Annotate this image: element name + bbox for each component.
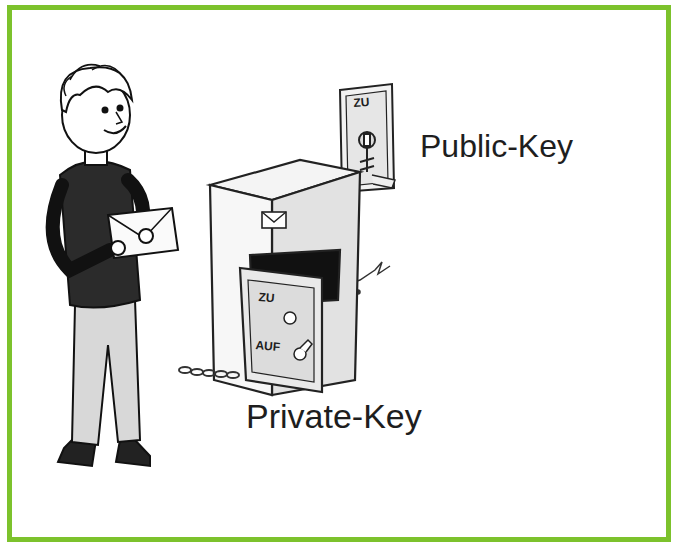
switch-label: ZU <box>353 96 370 110</box>
man-figure <box>53 65 178 466</box>
key-caption: Public-Key <box>420 129 573 164</box>
door-label: AUF <box>255 339 281 354</box>
door-label: ZU <box>258 291 275 306</box>
key-caption: Private-Key <box>246 398 422 435</box>
chain <box>179 367 239 378</box>
mailbox <box>210 160 360 395</box>
